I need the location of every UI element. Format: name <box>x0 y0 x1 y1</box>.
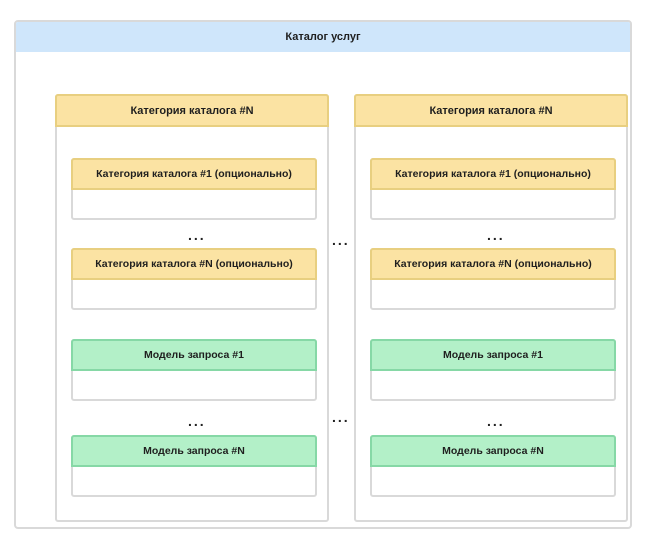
category-header: Категория каталога #N <box>55 94 329 127</box>
subcategory-title: Категория каталога #N (опционально) <box>71 248 317 280</box>
ellipsis-request-models: ... <box>487 413 505 429</box>
request-model-title: Модель запроса #1 <box>71 339 317 371</box>
request-model-title: Модель запроса #N <box>71 435 317 467</box>
request-model-box-last: Модель запроса #N <box>71 435 317 497</box>
catalog-title: Каталог услуг <box>16 22 630 52</box>
subcategory-title: Категория каталога #1 (опционально) <box>370 158 616 190</box>
request-model-title: Модель запроса #N <box>370 435 616 467</box>
ellipsis-categories-top: ... <box>332 232 350 248</box>
subcategory-box-last: Категория каталога #N (опционально) <box>370 248 616 310</box>
request-model-box-first: Модель запроса #1 <box>71 339 317 401</box>
subcategory-title: Категория каталога #1 (опционально) <box>71 158 317 190</box>
subcategory-title: Категория каталога #N (опционально) <box>370 248 616 280</box>
ellipsis-categories-bottom: ... <box>332 409 350 425</box>
ellipsis-subcategories: ... <box>188 227 206 243</box>
subcategory-box-first: Категория каталога #1 (опционально) <box>370 158 616 220</box>
catalog-category-column-2: Категория каталога #N Категория каталога… <box>354 94 628 522</box>
catalog-category-column-1: Категория каталога #N Категория каталога… <box>55 94 329 522</box>
service-catalog: Каталог услуг Категория каталога #N Кате… <box>14 20 632 529</box>
category-header: Категория каталога #N <box>354 94 628 127</box>
subcategory-box-first: Категория каталога #1 (опционально) <box>71 158 317 220</box>
request-model-box-last: Модель запроса #N <box>370 435 616 497</box>
ellipsis-request-models: ... <box>188 413 206 429</box>
request-model-box-first: Модель запроса #1 <box>370 339 616 401</box>
subcategory-box-last: Категория каталога #N (опционально) <box>71 248 317 310</box>
request-model-title: Модель запроса #1 <box>370 339 616 371</box>
ellipsis-subcategories: ... <box>487 227 505 243</box>
